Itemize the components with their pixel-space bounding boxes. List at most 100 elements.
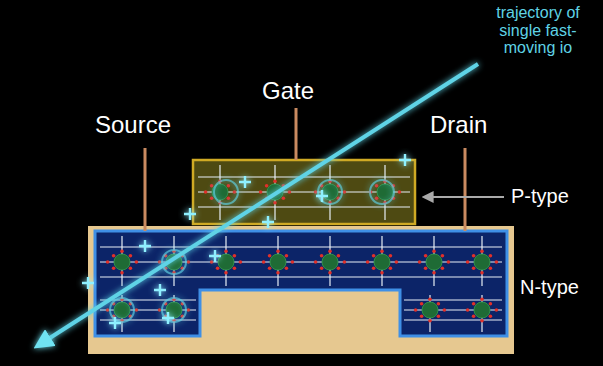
electron-dot xyxy=(472,254,476,258)
positive-charge xyxy=(154,284,166,296)
electron-dot xyxy=(233,254,237,258)
negative-charge xyxy=(186,281,198,283)
negative-charge xyxy=(134,302,146,304)
lattice-atom xyxy=(422,302,438,318)
electron-dot xyxy=(398,190,402,194)
electron-dot xyxy=(227,184,231,188)
electron-dot xyxy=(495,260,499,264)
drain-contact xyxy=(464,148,467,231)
positive-charge xyxy=(139,240,151,252)
electron-dot xyxy=(395,260,399,264)
electron-dot xyxy=(320,267,324,271)
electron-dot xyxy=(472,302,476,306)
electron-dot xyxy=(466,260,470,264)
ionized-atom-glow xyxy=(110,298,134,322)
electron-dot xyxy=(158,308,162,312)
electron-dot xyxy=(216,267,220,271)
electron-dot xyxy=(314,260,318,264)
electron-dot xyxy=(424,267,428,271)
negative-charge xyxy=(116,261,128,263)
electron-dot xyxy=(428,319,432,323)
electron-dot xyxy=(375,184,379,188)
negative-charge xyxy=(216,197,228,199)
ion-charges xyxy=(82,153,434,329)
electron-dot xyxy=(414,308,418,312)
electron-dot xyxy=(129,267,133,271)
electron-dot xyxy=(187,308,191,312)
electron-dot xyxy=(288,190,292,194)
electron-dot xyxy=(441,267,445,271)
electron-dot xyxy=(120,271,124,275)
electron-dot xyxy=(285,267,289,271)
electron-dot xyxy=(187,260,191,264)
p-type-gate xyxy=(193,160,415,224)
lattice-bond xyxy=(100,246,502,247)
lattice-bond xyxy=(404,299,502,300)
electron-dot xyxy=(276,249,280,253)
electron-dot xyxy=(495,308,499,312)
region-label: P-type xyxy=(511,185,569,207)
crystal-lattice xyxy=(100,165,502,332)
electron-dot xyxy=(314,190,318,194)
electron-dot xyxy=(112,267,116,271)
positive-charge xyxy=(209,250,221,262)
electron-dot xyxy=(233,267,237,271)
positive-charge xyxy=(399,154,411,166)
positive-charge xyxy=(184,208,196,220)
electron-dot xyxy=(480,271,484,275)
electron-dot xyxy=(337,254,341,258)
lattice-atom xyxy=(377,184,393,200)
lattice-atom xyxy=(270,254,286,270)
electron-dot xyxy=(320,254,324,258)
negative-charge xyxy=(237,239,249,241)
lattice-bond xyxy=(198,206,410,207)
terminal-label: Gate xyxy=(262,78,314,104)
lattice-atom xyxy=(322,184,338,200)
electron-dot xyxy=(343,260,347,264)
terminal-label: Source xyxy=(95,112,171,138)
electron-dot xyxy=(129,254,133,258)
negative-charge xyxy=(344,191,356,193)
electron-dot xyxy=(472,315,476,319)
electron-dot xyxy=(466,308,470,312)
lattice-atom xyxy=(474,302,490,318)
electron-dot xyxy=(233,190,237,194)
electron-dot xyxy=(273,201,277,205)
electron-dot xyxy=(389,254,393,258)
electron-dot xyxy=(120,249,124,253)
positive-charge xyxy=(239,176,251,188)
lattice-bond xyxy=(100,276,502,277)
electron-dot xyxy=(432,271,436,275)
lattice-bond xyxy=(404,319,502,320)
electron-dot xyxy=(489,254,493,258)
electron-dot xyxy=(432,249,436,253)
electron-dot xyxy=(437,315,441,319)
negative-charge xyxy=(292,211,304,213)
electron-dot xyxy=(224,249,228,253)
electron-dot xyxy=(273,179,277,183)
electron-dot xyxy=(328,271,332,275)
electron-dot xyxy=(420,315,424,319)
electron-dot xyxy=(447,260,451,264)
electron-dot xyxy=(265,184,269,188)
electron-dot xyxy=(112,254,116,258)
electron-dot xyxy=(428,297,432,301)
gate-contact xyxy=(295,108,298,160)
electron-dot xyxy=(420,302,424,306)
electron-dot xyxy=(291,260,295,264)
electron-dot xyxy=(158,260,162,264)
electron-dot xyxy=(480,319,484,323)
electron-dot xyxy=(380,249,384,253)
electron-dot xyxy=(276,271,280,275)
electron-dot xyxy=(437,302,441,306)
negative-charge xyxy=(199,229,211,231)
lattice-atom xyxy=(474,254,490,270)
electron-dot xyxy=(224,271,228,275)
n-type-region xyxy=(95,231,507,336)
source-contact xyxy=(144,148,147,231)
electron-dot xyxy=(480,297,484,301)
electron-dot xyxy=(282,197,286,201)
ionized-atom-glow xyxy=(214,180,238,204)
electron-dot xyxy=(210,184,214,188)
electron-dot xyxy=(239,260,243,264)
